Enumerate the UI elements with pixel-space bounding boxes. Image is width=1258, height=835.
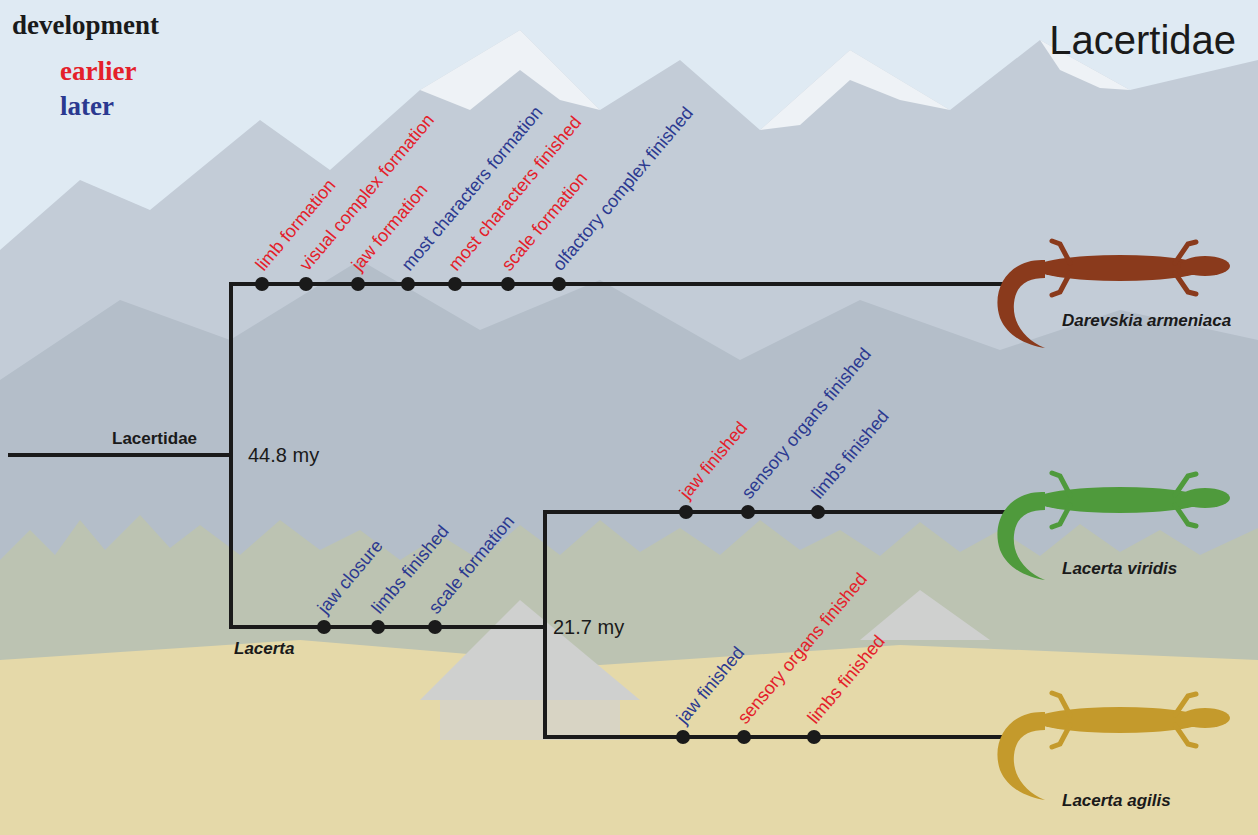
event-dot: [371, 620, 385, 634]
lizard-tail: [997, 492, 1045, 580]
snow-ridge: [420, 30, 600, 110]
meadow: [0, 640, 1258, 835]
legend-text: later: [60, 91, 114, 121]
event-dot: [255, 277, 269, 291]
legend-entry: later: [60, 89, 136, 124]
branch: [545, 510, 1003, 514]
divergence-age: 21.7 my: [553, 617, 624, 637]
hut-wall: [440, 700, 620, 740]
legend-heading: development: [12, 12, 159, 39]
lizard-silhouette: [997, 241, 1230, 348]
lizard-silhouette: [997, 473, 1230, 580]
branch: [231, 282, 1005, 286]
legend: earlier later: [60, 54, 136, 124]
event-dot: [351, 277, 365, 291]
event-dot: [807, 730, 821, 744]
event-dot: [741, 505, 755, 519]
divergence-age: 44.8 my: [248, 445, 319, 465]
event-dot: [299, 277, 313, 291]
legend-text: earlier: [60, 56, 136, 86]
lizard-legs: [1052, 693, 1196, 747]
event-dot: [679, 505, 693, 519]
split-bar: [229, 284, 233, 627]
branch: [545, 735, 1003, 739]
lizard-silhouette: [997, 693, 1230, 800]
branch: [231, 625, 545, 629]
event-dot: [676, 730, 690, 744]
event-dot: [317, 620, 331, 634]
lizard-head: [1180, 256, 1230, 276]
event-dots: [255, 277, 825, 744]
event-dot: [428, 620, 442, 634]
snow-ridge: [760, 50, 950, 130]
event-dot: [552, 277, 566, 291]
species-name: Lacerta agilis: [1062, 792, 1171, 809]
figure-title: Lacertidae: [1049, 20, 1236, 60]
event-dot: [401, 277, 415, 291]
event-dot: [737, 730, 751, 744]
event-dot: [448, 277, 462, 291]
legend-entry: earlier: [60, 54, 136, 89]
split-bar: [543, 512, 547, 737]
lizard-tail: [997, 260, 1045, 348]
event-dot: [501, 277, 515, 291]
species-name: Darevskia armeniaca: [1062, 312, 1231, 329]
lizard-legs: [1052, 241, 1196, 295]
lizard-tail: [997, 712, 1045, 800]
root-branch: [10, 453, 231, 457]
clade-name: Lacerta: [234, 640, 294, 657]
hut-roof: [420, 600, 640, 700]
species-name: Lacerta viridis: [1062, 560, 1177, 577]
lizard-legs: [1052, 473, 1196, 527]
hut-roof: [860, 590, 990, 640]
clade-name: Lacertidae: [112, 430, 197, 447]
lizard-head: [1180, 488, 1230, 508]
lizard-head: [1180, 708, 1230, 728]
event-dot: [811, 505, 825, 519]
tree-branches: [10, 284, 1005, 737]
